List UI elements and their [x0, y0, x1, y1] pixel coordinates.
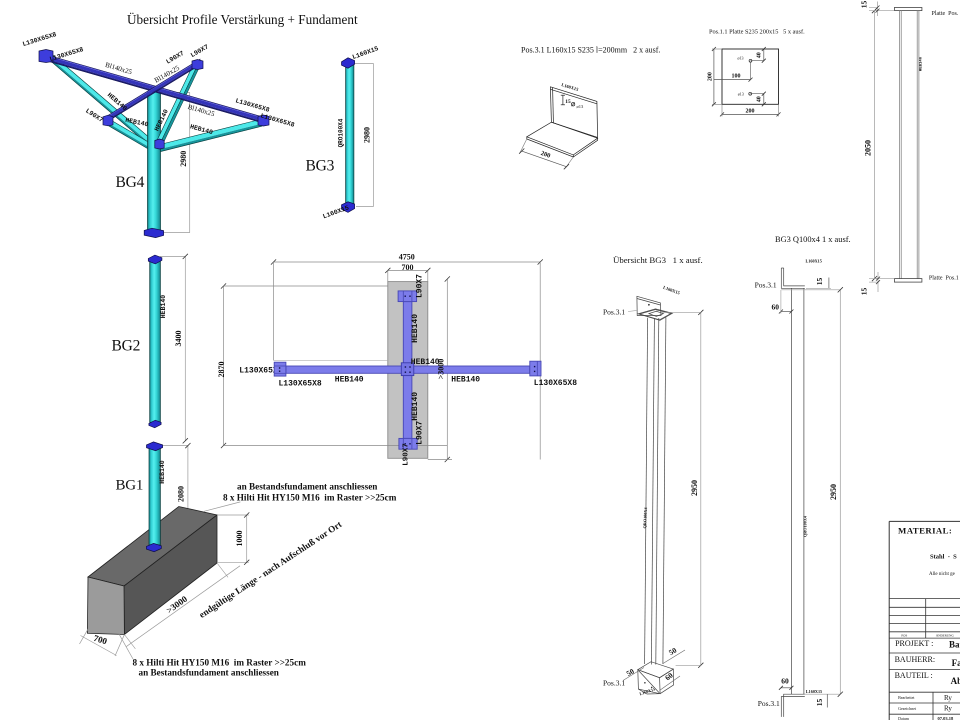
svg-text:MATERIAL:: MATERIAL:: [898, 526, 952, 536]
svg-text:700: 700: [402, 263, 414, 272]
svg-text:HEB140: HEB140: [159, 460, 166, 484]
svg-text:ø13: ø13: [738, 92, 744, 97]
svg-text:Pos.3.1: Pos.3.1: [603, 679, 625, 688]
svg-text:HEB140: HEB140: [451, 375, 480, 384]
svg-text:8 x Hilti Hit HY150 M16 im Ra: 8 x Hilti Hit HY150 M16 im Raster >>25cm: [223, 493, 397, 503]
svg-text:ø13: ø13: [577, 104, 585, 109]
svg-text:4750: 4750: [399, 253, 415, 262]
svg-text:15: 15: [860, 1, 869, 9]
svg-text:2080: 2080: [176, 486, 185, 502]
svg-text:QRO100X4: QRO100X4: [338, 118, 345, 147]
svg-text:HEB140: HEB140: [125, 117, 149, 129]
svg-text:an Bestandsfundament anschlies: an Bestandsfundament anschliessen: [139, 668, 279, 678]
svg-text:15: 15: [815, 699, 824, 707]
svg-text:2950: 2950: [690, 480, 699, 496]
svg-text:HEB140: HEB140: [335, 375, 364, 384]
svg-text:Ry: Ry: [944, 705, 952, 713]
svg-text:1000: 1000: [235, 531, 244, 547]
svg-text:L160X15: L160X15: [639, 686, 656, 696]
svg-text:Fa.: Fa.: [952, 658, 960, 668]
svg-text:L90X7: L90X7: [416, 421, 425, 445]
svg-text:HEB140: HEB140: [411, 314, 420, 343]
svg-text:2870: 2870: [217, 362, 226, 378]
svg-text:07.03.18: 07.03.18: [938, 716, 955, 720]
svg-text:QRO100X4: QRO100X4: [802, 515, 807, 537]
svg-text:Pos.3.1: Pos.3.1: [603, 308, 625, 317]
svg-text:L130X65X8: L130X65X8: [279, 379, 322, 388]
svg-text:Bau: Bau: [949, 639, 960, 649]
svg-text:ÄNDERUNG: ÄNDERUNG: [936, 632, 955, 637]
svg-text:Ry: Ry: [944, 694, 952, 702]
svg-text:Stahl - S: Stahl - S: [930, 554, 957, 561]
svg-text:Pos.3.1 L160x15 S235 l=200mm: Pos.3.1 L160x15 S235 l=200mm 2 x ausf.: [521, 46, 660, 55]
svg-text:HEB140: HEB140: [160, 295, 167, 319]
svg-text:BG3: BG3: [306, 158, 335, 175]
svg-text:15: 15: [565, 99, 571, 105]
svg-text:200: 200: [708, 72, 714, 81]
svg-text:Abf: Abf: [951, 676, 960, 686]
svg-text:Übersicht Profile Verstärkung: Übersicht Profile Verstärkung + Fundamen…: [127, 12, 358, 27]
svg-text:L90X7: L90X7: [403, 443, 411, 466]
svg-text:200: 200: [746, 109, 755, 115]
svg-text:BAUTEIL :: BAUTEIL :: [895, 671, 933, 680]
svg-text:15: 15: [860, 288, 869, 296]
svg-text:3400: 3400: [174, 331, 183, 347]
svg-text:100: 100: [732, 73, 741, 79]
svg-text:an Bestandsfundament anschlies: an Bestandsfundament anschliessen: [237, 482, 377, 492]
svg-text:Platte Pos.1: Platte Pos.1: [929, 275, 959, 281]
svg-text:Datum: Datum: [898, 716, 910, 720]
svg-text:L90X7: L90X7: [416, 274, 425, 298]
svg-text:HEB140: HEB140: [411, 392, 420, 421]
svg-text:2050: 2050: [864, 140, 873, 156]
svg-text:L130X65X8: L130X65X8: [534, 379, 577, 388]
svg-text:Pos.1.1 Platte S235 200x15 5: Pos.1.1 Platte S235 200x15 5 x ausf.: [709, 29, 805, 36]
svg-text:2950: 2950: [829, 484, 838, 500]
svg-text:50: 50: [667, 645, 678, 657]
svg-text:BAUHERR:: BAUHERR:: [895, 655, 935, 664]
svg-text:Alle nicht ge: Alle nicht ge: [929, 572, 956, 577]
svg-text:L130X65X8: L130X65X8: [239, 366, 282, 375]
svg-text:BG3 Q100x4 1 x ausf.: BG3 Q100x4 1 x ausf.: [775, 235, 851, 244]
svg-text:BG4: BG4: [116, 174, 145, 191]
svg-text:Gezeichnet: Gezeichnet: [898, 706, 917, 711]
svg-text:40: 40: [756, 52, 762, 58]
svg-text:Bearbeitet: Bearbeitet: [898, 695, 915, 700]
svg-text:50: 50: [625, 666, 636, 678]
svg-text:L160X15: L160X15: [561, 82, 580, 92]
svg-text:L160X15: L160X15: [662, 285, 681, 296]
svg-text:HEB140: HEB140: [920, 56, 924, 71]
svg-text:700: 700: [92, 633, 108, 647]
svg-text:40: 40: [757, 96, 763, 102]
svg-text:60: 60: [772, 303, 780, 312]
svg-text:QRO100X4: QRO100X4: [642, 506, 648, 528]
svg-text:Platte Pos.: Platte Pos.: [932, 11, 959, 17]
svg-text:POS: POS: [901, 633, 907, 637]
svg-text:15: 15: [815, 278, 824, 286]
svg-text:PROJEKT :: PROJEKT :: [895, 639, 933, 648]
svg-text:>3000: >3000: [437, 359, 446, 380]
svg-text:Übersicht BG3 1 x ausf.: Übersicht BG3 1 x ausf.: [613, 255, 703, 265]
svg-text:8 x Hilti Hit HY150 M16 im Ra: 8 x Hilti Hit HY150 M16 im Raster >>25cm: [133, 658, 307, 668]
svg-text:2980: 2980: [179, 151, 188, 167]
svg-text:Pos.3.1: Pos.3.1: [758, 699, 780, 708]
svg-text:BG2: BG2: [112, 338, 141, 355]
svg-text:ø13: ø13: [738, 56, 744, 61]
svg-text:60: 60: [781, 677, 789, 686]
svg-text:200: 200: [540, 150, 551, 160]
svg-text:60: 60: [663, 671, 675, 683]
svg-text:HEB140: HEB140: [411, 358, 440, 367]
svg-text:BG1: BG1: [116, 477, 144, 493]
svg-text:Pos.3.1: Pos.3.1: [755, 281, 777, 290]
svg-text:2980: 2980: [362, 127, 371, 143]
svg-text:L160X15: L160X15: [806, 689, 822, 694]
svg-text:L160X15: L160X15: [806, 259, 822, 264]
